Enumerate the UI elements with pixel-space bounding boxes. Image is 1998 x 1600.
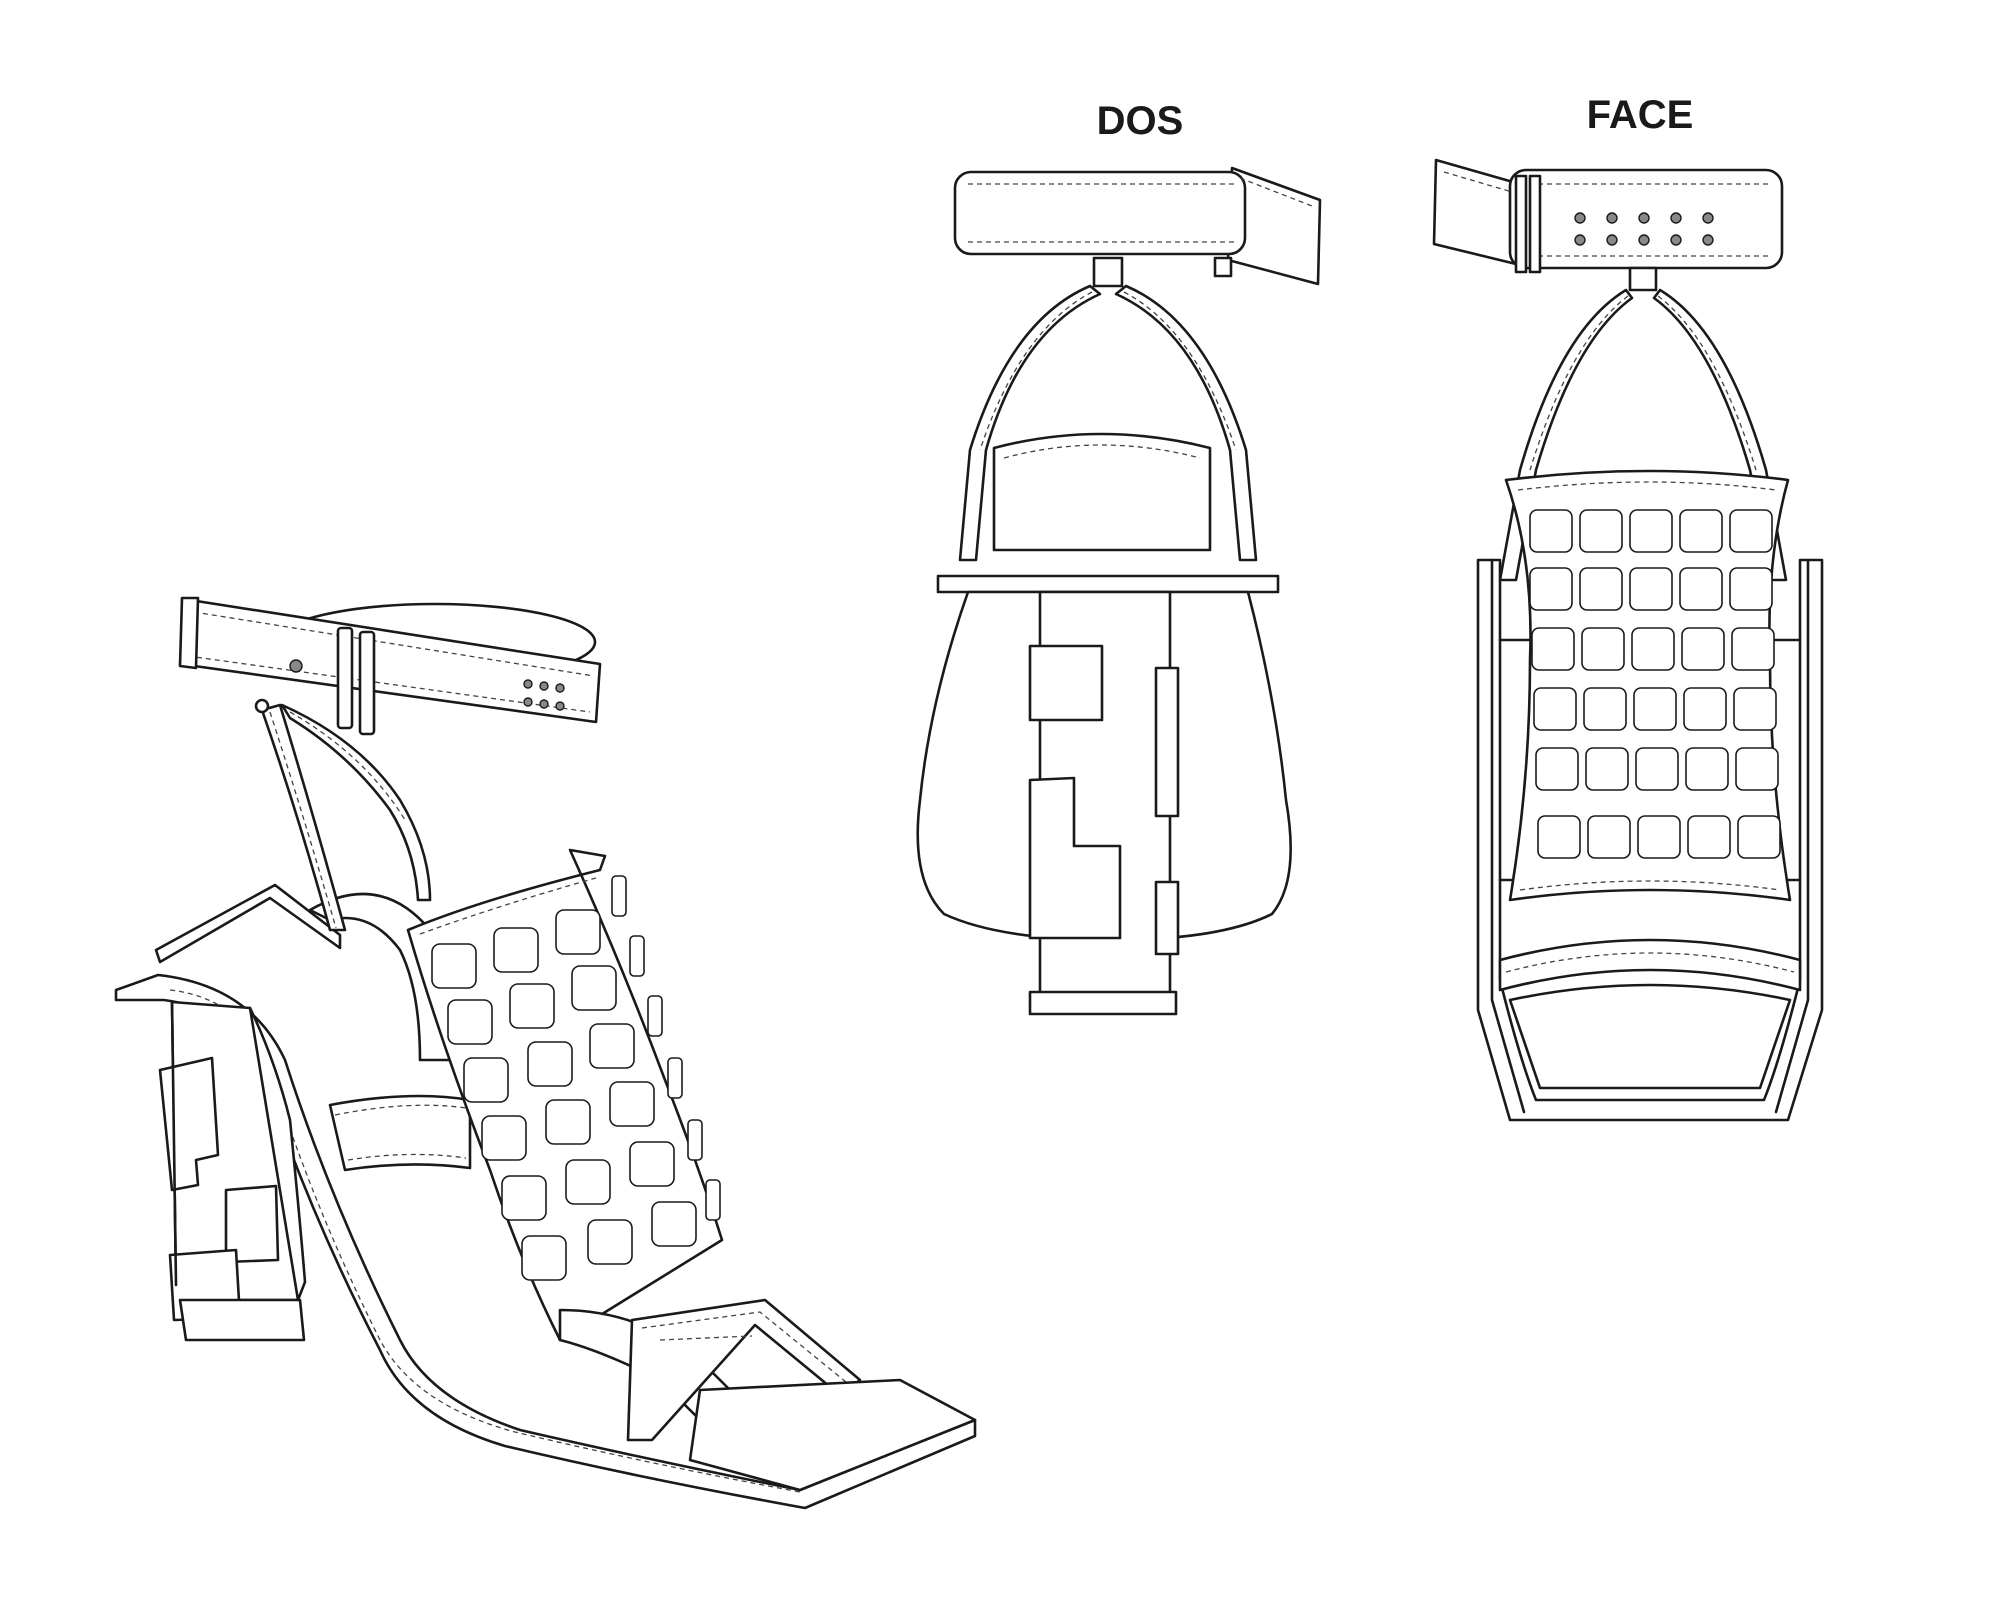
back-view-heel-cup <box>916 574 1292 1016</box>
front-panel-stud-grid <box>1529 509 1781 859</box>
back-heel-side-bar-1 <box>1154 666 1180 818</box>
strap-ring <box>254 698 270 714</box>
front-view-sole-frame <box>1476 558 1824 1122</box>
buckle-right <box>358 630 376 736</box>
front-view-ankle-strap <box>1432 158 1784 274</box>
back-view-heel-arch <box>958 256 1258 562</box>
front-strap-eyelets <box>1574 212 1714 246</box>
back-view-ankle-strap <box>953 166 1322 286</box>
side-view-back-strap <box>260 703 432 932</box>
back-heel-side-bar-2 <box>1154 880 1180 956</box>
front-buckle-left <box>1514 174 1528 274</box>
side-view-studded-panel <box>406 848 724 1342</box>
side-view-heel-block <box>154 883 342 1342</box>
back-view-label: DOS <box>1097 99 1184 143</box>
strap-stud <box>289 659 303 673</box>
back-strap-buckle <box>1213 256 1233 278</box>
back-view-sandal: DOS <box>916 99 1322 1016</box>
front-view-studded-panel <box>1504 469 1792 902</box>
front-buckle-right <box>1528 174 1542 274</box>
panel-stud-grid <box>431 909 697 1281</box>
side-view-toe-strap <box>558 1298 977 1492</box>
side-view-sandal <box>114 596 977 1510</box>
side-view-ankle-strap <box>178 596 602 736</box>
strap-eyelets <box>523 679 565 711</box>
front-view-sandal: FACE <box>1432 93 1824 1122</box>
panel-edge-studs <box>611 875 721 1221</box>
buckle-left <box>336 626 354 730</box>
front-view-label: FACE <box>1587 93 1694 137</box>
